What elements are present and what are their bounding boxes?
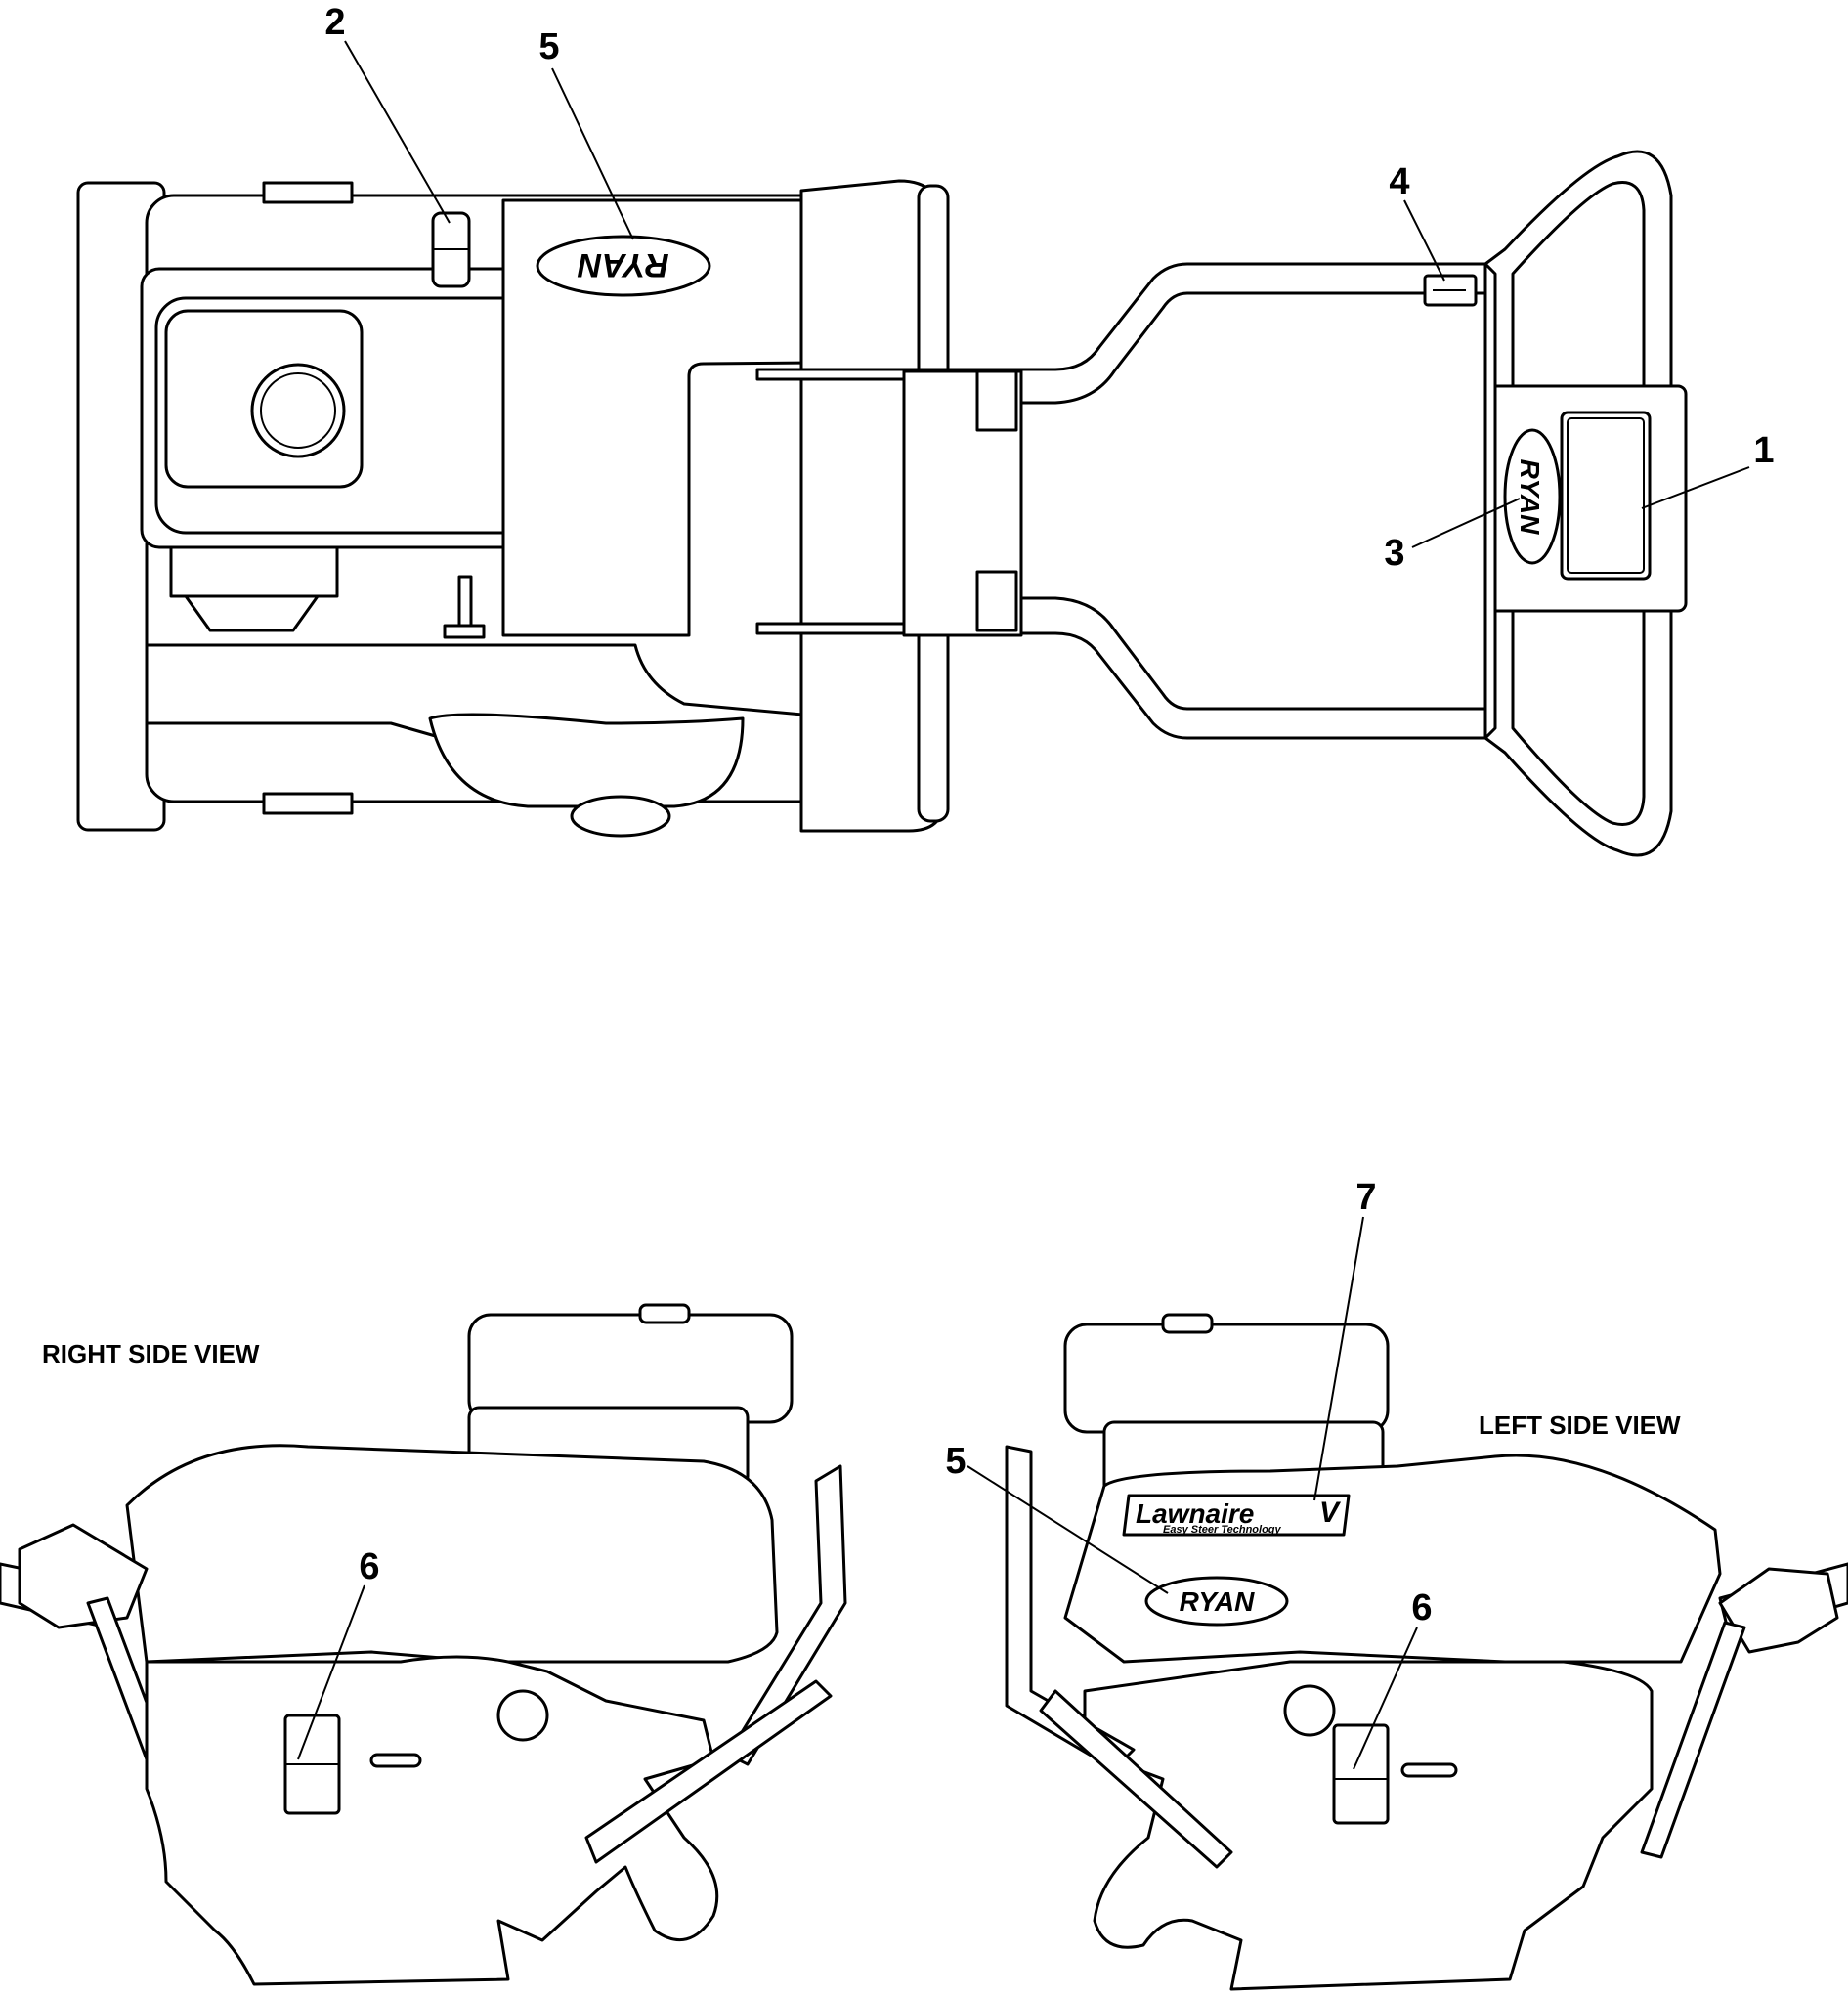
lawnaire-decal-model: Lawnaire — [1136, 1498, 1254, 1529]
decal-1 — [1560, 411, 1652, 581]
rs-engine-cap — [638, 1303, 691, 1324]
ls-engine-cap — [1161, 1313, 1214, 1334]
callout-4-top: 4 — [1389, 161, 1409, 202]
handle-tube-lower — [1019, 596, 1487, 740]
lawnaire-decal-tagline: Easy Steer Technology — [1163, 1524, 1282, 1536]
lawnaire-decal-suffix: V — [1319, 1497, 1342, 1529]
handle-pivot-clip-bottom — [975, 570, 1018, 632]
rs-belt-hood — [125, 1444, 779, 1664]
rs-handle-bracket — [18, 1523, 149, 1629]
callout-7-left: 7 — [1355, 1177, 1376, 1218]
ls-diagonal-bar — [1039, 1689, 1233, 1869]
gearbox — [184, 594, 320, 632]
lawnaire-decal — [1122, 1494, 1351, 1537]
drain-cap — [570, 795, 671, 838]
callout-5-left: 5 — [945, 1441, 966, 1482]
ryan-logo-panel-text: RYAN — [1515, 459, 1545, 536]
ls-belt-hood — [1063, 1454, 1722, 1664]
leader-7-left — [1313, 1216, 1364, 1501]
rs-axle — [496, 1689, 549, 1742]
leader-1-top — [1641, 466, 1750, 509]
handle-pivot-clip-top — [975, 369, 1018, 432]
callout-2-top: 2 — [324, 2, 345, 43]
right-side-view: RIGHT SIDE VIEW 6 — [0, 1303, 847, 1986]
ls-slot — [1400, 1762, 1458, 1778]
control-bar — [1483, 262, 1497, 740]
ryan-logo-panel — [1503, 428, 1562, 565]
left-side-view-label: LEFT SIDE VIEW — [1479, 1410, 1681, 1440]
rs-slot — [369, 1753, 422, 1768]
ryan-logo-side — [1144, 1576, 1289, 1627]
rs-diagonal-bar — [584, 1679, 833, 1864]
leader-5-left — [967, 1465, 1169, 1594]
right-side-view-label: RIGHT SIDE VIEW — [42, 1339, 260, 1368]
ryan-logo-top — [536, 235, 711, 297]
leader-3-top — [1411, 498, 1521, 548]
leader-6-right — [297, 1584, 365, 1760]
leader-4-top — [1403, 199, 1445, 282]
gearbox-mount — [169, 545, 339, 598]
ls-axle — [1283, 1684, 1336, 1737]
fuel-cap-inner — [260, 372, 336, 449]
callout-3-top: 3 — [1384, 533, 1404, 574]
top-callouts: 2 5 4 1 3 — [324, 2, 1774, 574]
shaft-post-base — [443, 624, 486, 639]
top-bracket-left — [262, 181, 354, 204]
top-view: RYAN RYAN — [76, 150, 1688, 857]
callout-1-top: 1 — [1753, 430, 1774, 471]
ls-handle-bracket — [1718, 1567, 1839, 1654]
ls-decal-6 — [1332, 1723, 1390, 1825]
ls-support-strut — [1640, 1621, 1746, 1859]
ryan-logo-side-text: RYAN — [1180, 1586, 1256, 1617]
leader-2-top — [344, 40, 451, 224]
chassis-tank — [428, 713, 745, 808]
ls-side-plate — [1083, 1660, 1654, 1991]
left-side-view: LEFT SIDE VIEW Lawnaire V Easy Steer Tec… — [945, 1177, 1848, 1991]
shaft-post — [457, 575, 473, 628]
leader-6-left — [1353, 1627, 1418, 1770]
ls-rear-handle — [1005, 1445, 1136, 1771]
rs-rear-handle — [726, 1464, 847, 1766]
ryan-logo-top-text: RYAN — [577, 246, 669, 283]
callout-5-top: 5 — [538, 26, 559, 67]
bottom-bracket-left — [262, 792, 354, 815]
handle-tube-upper — [1019, 262, 1487, 405]
callout-6-right: 6 — [359, 1546, 379, 1587]
leader-5-top — [551, 67, 634, 240]
fuel-cap — [250, 363, 346, 458]
callout-6-left: 6 — [1411, 1587, 1432, 1628]
ls-engine-tank — [1063, 1323, 1390, 1434]
